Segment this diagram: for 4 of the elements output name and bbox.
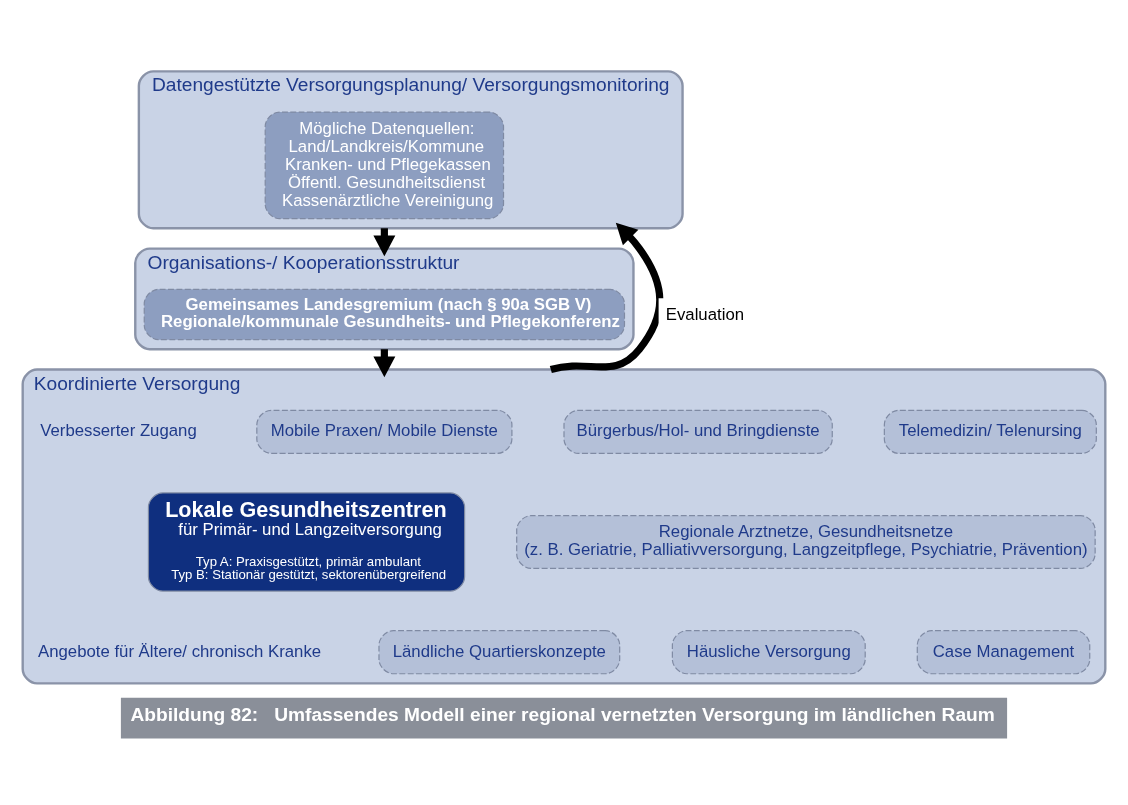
label: Verbesserter Zugang xyxy=(40,421,197,441)
edge-label: Evaluation xyxy=(665,304,745,324)
label: Angebote für Ältere/ chronisch Kranke xyxy=(38,641,322,661)
caption: Abbildung 82: Umfassendes Modell einer regional vernetzten Versorgung im ländlichen Raum xyxy=(130,704,995,726)
